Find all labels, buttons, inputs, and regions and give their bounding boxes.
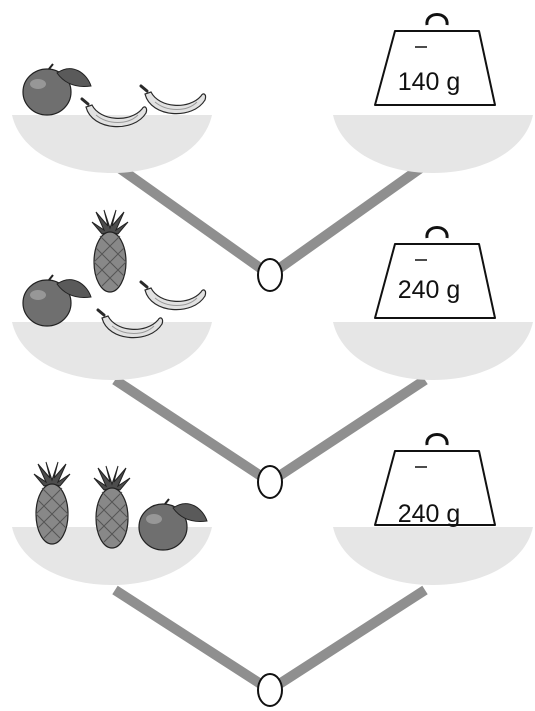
weight-label: 240 g	[398, 500, 461, 528]
weight-label: 140 g	[398, 68, 461, 96]
pivot-answer-circle[interactable]	[257, 673, 283, 707]
orange-icon	[22, 274, 92, 327]
pivot-answer-circle[interactable]	[257, 465, 283, 499]
scale-1: 140 g	[12, 13, 533, 292]
banana-icon	[139, 84, 208, 116]
scale-3: 240 g	[12, 433, 533, 707]
weight-icon	[373, 226, 497, 320]
pineapple-icon	[93, 465, 131, 549]
scale-2: 240 g	[12, 209, 533, 499]
weight-label: 240 g	[398, 276, 461, 304]
pineapple-icon	[33, 461, 71, 545]
pineapple-icon	[91, 209, 129, 293]
right-pan	[333, 322, 533, 380]
banana-icon	[139, 280, 208, 312]
orange-icon	[22, 63, 92, 116]
right-pan	[333, 527, 533, 585]
right-pan	[333, 115, 533, 173]
pivot-answer-circle[interactable]	[257, 258, 283, 292]
